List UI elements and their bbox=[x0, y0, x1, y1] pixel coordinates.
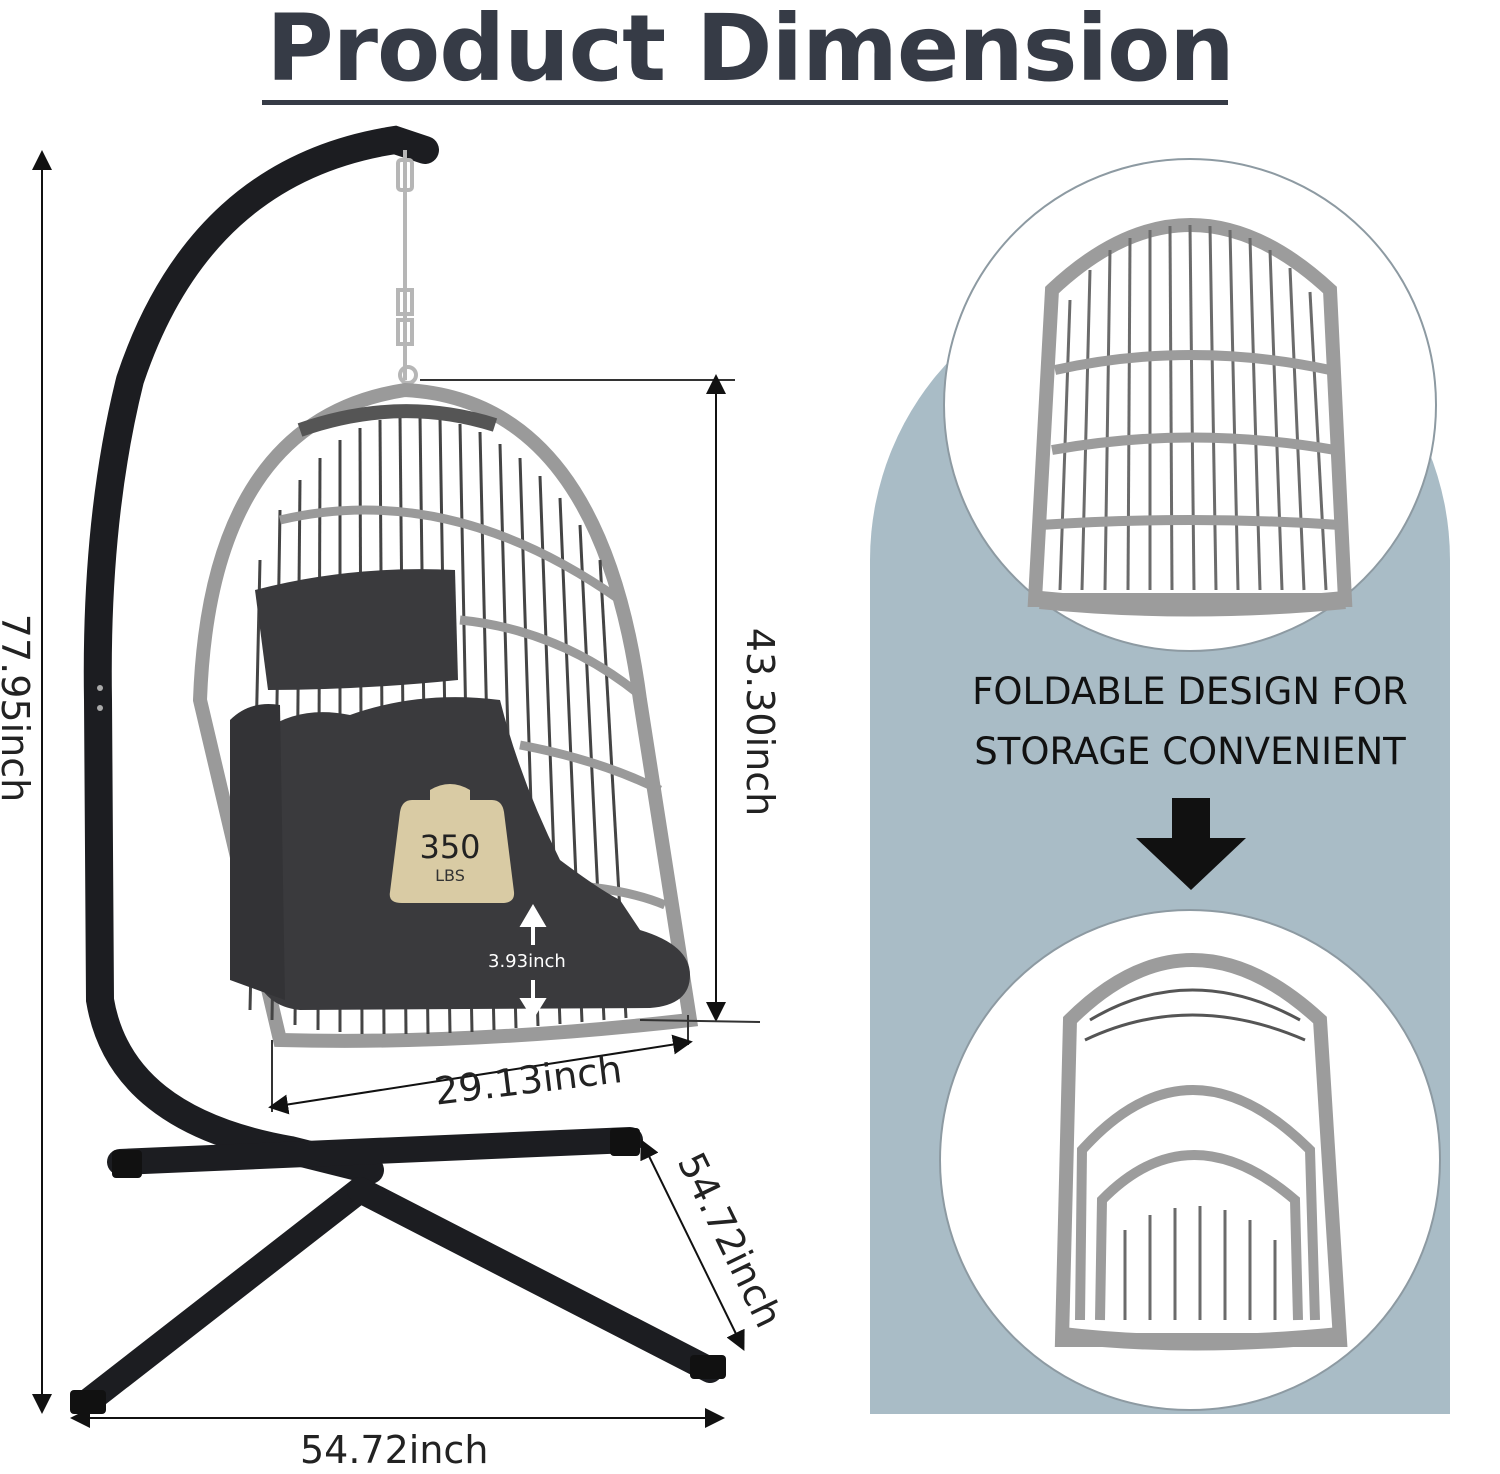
weight-badge bbox=[389, 784, 515, 903]
base-width-label: 54.72inch bbox=[300, 1428, 489, 1472]
base-depth-line bbox=[640, 1139, 745, 1351]
page-title: Product Dimension bbox=[266, 0, 1235, 102]
title-underline bbox=[262, 100, 1228, 105]
basket-width-line bbox=[268, 1034, 693, 1115]
chair-stand bbox=[70, 125, 726, 1414]
down-arrow-icon bbox=[1136, 798, 1246, 890]
weight-unit: LBS bbox=[435, 866, 465, 885]
basket-height-label: 43.30inch bbox=[738, 627, 782, 817]
total-height-label: 77.95inch bbox=[0, 613, 37, 803]
weight-value: 350 bbox=[419, 828, 481, 866]
cushion-thickness-label: 3.93inch bbox=[488, 951, 566, 972]
folded-basket-photo bbox=[939, 909, 1441, 1411]
cushion-thickness-arrows bbox=[519, 904, 547, 1020]
hanging-chain bbox=[396, 150, 418, 385]
feature-caption-line1: FOLDABLE DESIGN FOR bbox=[972, 670, 1408, 713]
feature-caption-line2: STORAGE CONVENIENT bbox=[974, 730, 1406, 773]
unfolded-basket-photo bbox=[943, 158, 1437, 652]
